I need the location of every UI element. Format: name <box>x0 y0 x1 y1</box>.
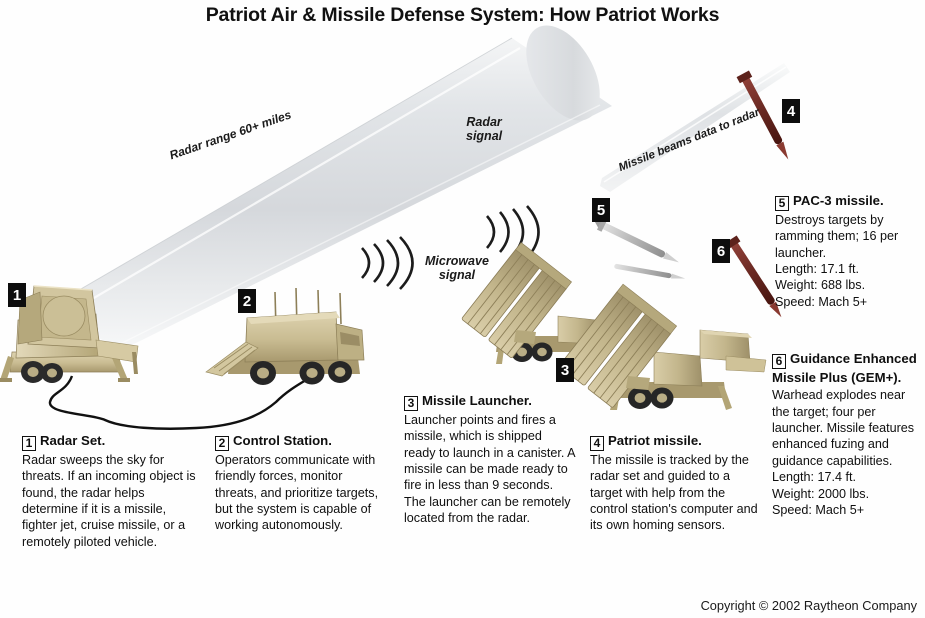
microwave-arcs-left <box>361 236 414 290</box>
caption-6-title: Guidance Enhanced Missile Plus (GEM+). <box>772 351 917 385</box>
radar-control-cable <box>48 375 307 430</box>
microwave-arcs-right <box>485 205 540 259</box>
caption-2-heading: 2 Control Station. <box>215 432 387 451</box>
control-station-truck <box>205 287 365 385</box>
caption-1-number: 1 <box>22 436 36 451</box>
radar-beam-cone <box>60 25 612 350</box>
caption-3-body: Launcher points and fires a missile, whi… <box>404 413 575 526</box>
caption-5-title: PAC-3 missile. <box>793 193 884 208</box>
caption-6-body: Warhead explodes near the target; four p… <box>772 388 915 468</box>
caption-5-heading: 5 PAC-3 missile. <box>775 192 923 211</box>
patriot-missile-in-flight <box>614 263 686 279</box>
caption-5-body: Destroys targets by ramming them; 16 per… <box>775 213 899 260</box>
badge-marker-1: 1 <box>8 283 26 307</box>
caption-4-body: The missile is tracked by the radar set … <box>590 453 758 533</box>
label-radar-range: Radar range 60+ miles <box>167 107 294 163</box>
caption-5-number: 5 <box>775 196 789 211</box>
badge-marker-3: 3 <box>556 358 574 382</box>
label-radar-signal: Radar signal <box>466 115 503 144</box>
caption-pac3-missile: 5 PAC-3 missile. Destroys targets by ramm… <box>775 192 923 310</box>
caption-3-number: 3 <box>404 396 418 411</box>
caption-4-number: 4 <box>590 436 604 451</box>
caption-1-title: Radar Set. <box>40 433 106 448</box>
caption-2-number: 2 <box>215 436 229 451</box>
caption-1-heading: 1 Radar Set. <box>22 432 198 451</box>
pac3-missile-graphic <box>594 217 679 263</box>
caption-4-title: Patriot missile. <box>608 433 702 448</box>
label-microwave-signal: Microwave signal <box>425 254 489 283</box>
caption-6-number: 6 <box>772 354 786 369</box>
caption-3-title: Missile Launcher. <box>422 393 532 408</box>
caption-2-body: Operators communicate with friendly forc… <box>215 453 379 533</box>
caption-3-heading: 3 Missile Launcher. <box>404 392 576 411</box>
caption-control-station: 2 Control Station. Operators communicate … <box>215 432 387 534</box>
caption-5-specs: Length: 17.1 ft. Weight: 688 lbs. Speed:… <box>775 262 868 309</box>
badge-marker-6: 6 <box>712 239 730 263</box>
caption-radar-set: 1 Radar Set. Radar sweeps the sky for thr… <box>22 432 198 550</box>
label-missile-beams-data: Missile beams data to radar <box>617 106 762 175</box>
caption-4-heading: 4 Patriot missile. <box>590 432 762 451</box>
badge-marker-5: 5 <box>592 198 610 222</box>
caption-6-specs: Length: 17.4 ft. Weight: 2000 lbs. Speed… <box>772 470 870 517</box>
caption-missile-launcher: 3 Missile Launcher. Launcher points and f… <box>404 392 576 527</box>
badge-marker-2: 2 <box>238 289 256 313</box>
badge-marker-4: 4 <box>782 99 800 123</box>
caption-1-body: Radar sweeps the sky for threats. If an … <box>22 453 196 549</box>
page-title: Patriot Air & Missile Defense System: Ho… <box>205 4 720 26</box>
caption-2-title: Control Station. <box>233 433 332 448</box>
missile-data-beam <box>600 63 790 192</box>
copyright-notice: Copyright © 2002 Raytheon Company <box>700 598 917 613</box>
caption-patriot-missile: 4 Patriot missile. The missile is tracked… <box>590 432 762 534</box>
missile-launcher-right <box>559 283 767 410</box>
